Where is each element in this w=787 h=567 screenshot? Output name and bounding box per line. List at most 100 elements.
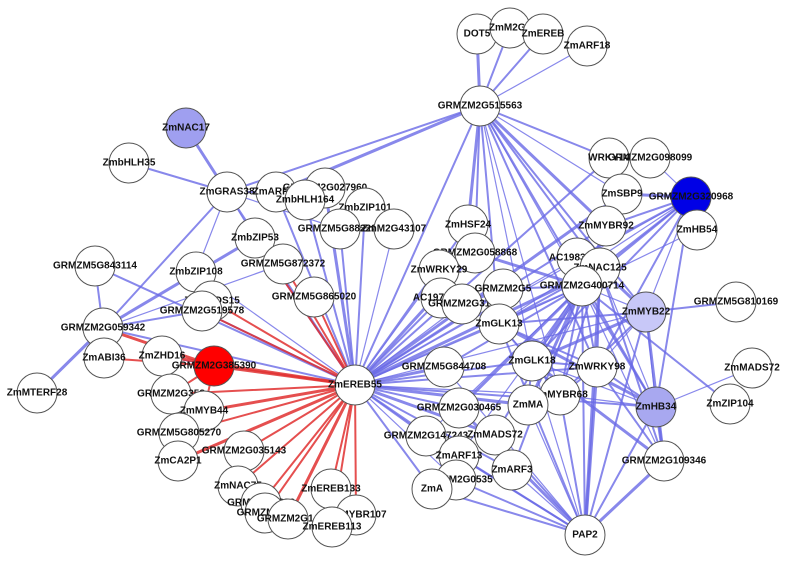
node-circle[interactable] xyxy=(454,232,496,274)
node-circle[interactable] xyxy=(262,243,304,285)
node-GRMZM2G358[interactable]: GRMZM2G358 xyxy=(137,373,205,415)
node-ZmMTERF28[interactable]: ZmMTERF28 xyxy=(7,372,68,414)
node-ZmCA2P1[interactable]: ZmCA2P1 xyxy=(154,440,202,482)
node-circle[interactable] xyxy=(438,387,480,429)
node-ZmARF3[interactable]: ZmARF3 xyxy=(491,449,533,491)
node-circle[interactable] xyxy=(16,372,58,414)
node-circle[interactable] xyxy=(635,386,677,428)
node-circle[interactable] xyxy=(319,208,361,250)
node-circle[interactable] xyxy=(561,265,603,307)
node-GRMZM2G318[interactable]: GRMZM2G318 xyxy=(428,283,496,325)
node-GRMZM2G320968[interactable]: GRMZM2G320968 xyxy=(649,176,734,218)
node-circle[interactable] xyxy=(150,373,192,415)
node-ZmGLK18[interactable]: ZmGLK18 xyxy=(508,340,556,382)
node-ZmbHLH164[interactable]: ZmbHLH164 xyxy=(276,179,335,221)
node-circle[interactable] xyxy=(423,346,465,388)
node-GRMZM2G030465[interactable]: GRMZM2G030465 xyxy=(417,387,502,429)
node-ZmMAa[interactable]: ZmMA xyxy=(507,384,549,426)
node-GRMZM5G844708[interactable]: GRMZM5G844708 xyxy=(402,346,487,388)
node-WRKY14[interactable]: WRKY14 xyxy=(588,137,630,179)
node-ZmNAC17[interactable]: ZmNAC17 xyxy=(162,107,210,149)
node-circle[interactable] xyxy=(334,364,376,406)
node-GRMZM5G872372[interactable]: GRMZM5G872372 xyxy=(241,243,326,285)
node-GRMZM2G385390[interactable]: GRMZM2G385390 xyxy=(172,345,257,387)
node-ZmGLK13[interactable]: ZmGLK13 xyxy=(475,303,523,345)
node-circle[interactable] xyxy=(441,283,483,325)
node-ZmMYB22[interactable]: ZmMYB22 xyxy=(622,291,671,333)
node-ZmHB54[interactable]: ZmHB54 xyxy=(676,209,718,251)
node-ZmEREB113[interactable]: ZmEREB113 xyxy=(303,506,362,548)
node-GRMZM2G058868[interactable]: GRMZM2G058868 xyxy=(433,232,518,274)
node-circle[interactable] xyxy=(629,137,671,179)
node-GRMZM2G519578[interactable]: GRMZM2G519578 xyxy=(160,290,245,332)
node-circle[interactable] xyxy=(478,303,520,345)
node-ZmMYBR92[interactable]: ZmMYBR92 xyxy=(578,205,634,247)
node-GRMZM5G882227[interactable]: GRMZM5G882227 xyxy=(298,208,383,250)
node-circle[interactable] xyxy=(74,245,116,287)
node-GRMZM2G147243[interactable]: GRMZM2G147243 xyxy=(384,415,469,457)
node-circle[interactable] xyxy=(522,13,564,55)
node-ZmbHLH35[interactable]: ZmbHLH35 xyxy=(103,142,156,184)
node-ZmEREB55[interactable]: ZmEREB55 xyxy=(328,364,382,406)
node-circle[interactable] xyxy=(576,346,618,388)
node-ZmWRKY98[interactable]: ZmWRKY98 xyxy=(569,346,626,388)
node-circle[interactable] xyxy=(165,107,207,149)
node-circle[interactable] xyxy=(566,25,608,67)
node-circle[interactable] xyxy=(267,498,309,540)
node-circle[interactable] xyxy=(284,179,326,221)
node-circle[interactable] xyxy=(83,337,125,379)
node-circle[interactable] xyxy=(715,281,757,323)
node-circle[interactable] xyxy=(405,415,447,457)
node-circle[interactable] xyxy=(585,205,627,247)
node-circle[interactable] xyxy=(157,440,199,482)
node-label: ZmEREB133 xyxy=(301,484,361,495)
node-GRMZM5G843114[interactable]: GRMZM5G843114 xyxy=(53,245,137,287)
node-GRMZM2G5a[interactable]: GRMZM2G5 xyxy=(475,268,532,310)
node-circle[interactable] xyxy=(491,449,533,491)
node-ZmMADS72a[interactable]: ZmMADS72 xyxy=(724,347,780,389)
node-circle[interactable] xyxy=(193,345,235,387)
node-circle[interactable] xyxy=(459,85,501,127)
node-circle[interactable] xyxy=(564,514,606,556)
node-circle[interactable] xyxy=(206,171,248,213)
node-label: ZmM2G0 xyxy=(489,23,532,34)
node-circle[interactable] xyxy=(293,276,335,318)
node-circle[interactable] xyxy=(709,383,751,425)
node-ZmM2G43107[interactable]: ZmM2G43107 xyxy=(362,208,427,250)
node-circle[interactable] xyxy=(474,414,516,456)
node-label: ZmbZIP53 xyxy=(231,233,279,244)
node-ZmGRAS38[interactable]: ZmGRAS38 xyxy=(199,171,255,213)
node-ZmbZIP53[interactable]: ZmbZIP53 xyxy=(231,217,279,259)
node-circle[interactable] xyxy=(625,291,667,333)
node-ZmAa[interactable]: ZmA xyxy=(411,468,453,510)
node-GRMZM5G865020[interactable]: GRMZM5G865020 xyxy=(272,276,357,318)
node-ZmZIP104[interactable]: ZmZIP104 xyxy=(706,383,754,425)
node-GRMZM2G109346[interactable]: GRMZM2G109346 xyxy=(622,440,707,482)
node-circle[interactable] xyxy=(731,347,773,389)
node-circle[interactable] xyxy=(181,290,223,332)
node-circle[interactable] xyxy=(311,506,353,548)
node-circle[interactable] xyxy=(108,142,150,184)
node-GRMZM5G810169[interactable]: GRMZM5G810169 xyxy=(694,281,779,323)
node-GRMZM2G035143[interactable]: GRMZM2G035143 xyxy=(202,430,287,472)
node-circle[interactable] xyxy=(643,440,685,482)
node-label: ZmMA xyxy=(513,400,544,411)
node-ZmMADS72b[interactable]: ZmMADS72 xyxy=(467,414,523,456)
node-circle[interactable] xyxy=(411,468,453,510)
node-GRMZM2G400714[interactable]: GRMZM2G400714 xyxy=(540,265,625,307)
node-GRMZM2G098099[interactable]: GRMZM2G098099 xyxy=(608,137,693,179)
node-ZmHB34[interactable]: ZmHB34 xyxy=(635,386,677,428)
node-circle[interactable] xyxy=(511,340,553,382)
node-ZmEREBa[interactable]: ZmEREB xyxy=(522,13,565,55)
node-circle[interactable] xyxy=(234,217,276,259)
node-circle[interactable] xyxy=(507,384,549,426)
node-circle[interactable] xyxy=(588,137,630,179)
node-circle[interactable] xyxy=(373,208,415,250)
node-ZmARF18[interactable]: ZmARF18 xyxy=(564,25,611,67)
node-label: ZmHSF24 xyxy=(445,220,492,231)
node-circle[interactable] xyxy=(676,209,718,251)
node-GRMZM2G515563[interactable]: GRMZM2G515563 xyxy=(438,85,523,127)
node-PAP2[interactable]: PAP2 xyxy=(564,514,606,556)
node-ZmABI36[interactable]: ZmABI36 xyxy=(82,337,126,379)
node-GRMZM2G14a[interactable]: GRMZM2G14 xyxy=(257,498,320,540)
